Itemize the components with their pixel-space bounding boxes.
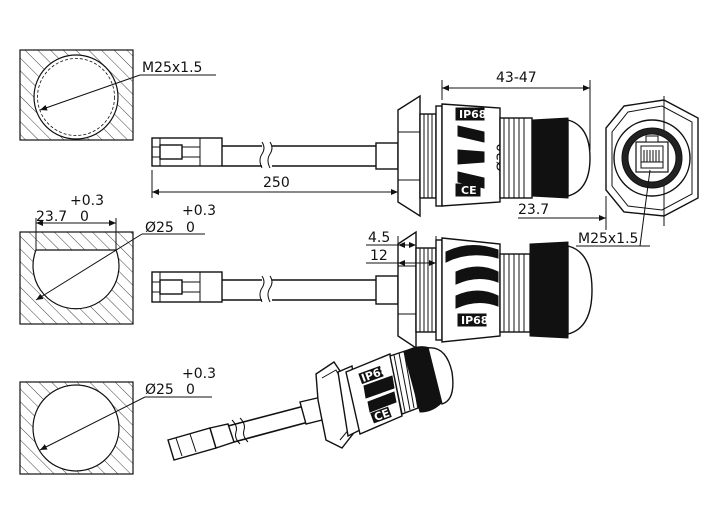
panel2-width-label: 23.7	[36, 209, 67, 225]
rj45-plug-isometric	[167, 423, 235, 461]
hex-width-label: 23.7	[518, 202, 549, 218]
panel3-diameter-tol-upper: +0.3	[182, 366, 216, 382]
body-length-label: 43-47	[496, 70, 537, 86]
panel2-diameter-label: Ø25	[145, 220, 174, 236]
flange-nut-isometric	[315, 361, 361, 449]
cable-middle	[222, 275, 399, 305]
panel2-diameter-tol-lower: 0	[186, 220, 195, 236]
panel-cutout-round: +0.3 Ø25 0	[19, 366, 216, 475]
ip68-badge-middle: IP68	[461, 314, 488, 327]
thread-length-label: 12	[370, 248, 388, 264]
panel-cutout-d-flat: +0.3 23.7 0 +0.3 Ø25 0	[19, 193, 216, 325]
cable-length-label: 250	[263, 175, 290, 191]
panel2-width-tol-lower: 0	[80, 209, 89, 225]
panel2-diameter-tol-upper: +0.3	[182, 203, 216, 219]
flange-nut-middle	[397, 230, 437, 350]
connector-front-view: 23.7 M25x1.5	[518, 96, 699, 247]
front-thread-label: M25x1.5	[578, 231, 638, 247]
rj45-plug-top	[151, 137, 223, 167]
panel3-diameter-tol-lower: 0	[186, 382, 195, 398]
connector-side-view-middle: IP68 4.5 12	[151, 230, 593, 350]
panel1-thread-label: M25x1.5	[142, 60, 202, 76]
ip68-badge-top: IP68	[459, 108, 486, 121]
connector-body-isometric: IP68 CE	[345, 346, 454, 435]
flange-thickness-label: 4.5	[368, 230, 390, 246]
cable-top	[222, 141, 399, 170]
ce-badge-top: CE	[461, 184, 477, 197]
panel3-diameter-label: Ø25	[145, 382, 174, 398]
connector-isometric-view: IP68 CE	[167, 346, 454, 461]
rj45-plug-middle	[151, 271, 223, 303]
panel-cutout-threaded: M25x1.5	[19, 49, 216, 141]
flange-nut-top	[397, 94, 437, 218]
panel2-width-tol-upper: +0.3	[70, 193, 104, 209]
cable-isometric	[227, 395, 331, 445]
connector-side-view-top: IP68 CE Ø30 43-47 250	[151, 70, 591, 218]
connector-body-middle: IP68	[435, 237, 593, 343]
connector-body-top: IP68 CE Ø30	[435, 103, 591, 207]
ce-badge-isometric: CE	[372, 406, 391, 424]
